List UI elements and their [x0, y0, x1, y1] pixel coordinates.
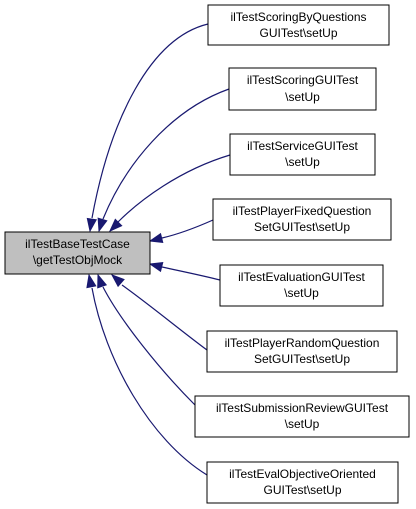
caller-node-1-box: [207, 4, 390, 46]
edge-7-arrowhead: [97, 273, 108, 289]
caller-node-1-line-2: GUITest\setUp: [259, 26, 337, 40]
edges: [86, 23, 231, 476]
edge-1: [91, 23, 209, 219]
caller-node-5-line-2: \setUp: [284, 286, 319, 300]
caller-node-4-line-2: SetGUITest\setUp: [254, 220, 350, 234]
caller-node-5-line-1: ilTestEvaluationGUITest: [238, 270, 365, 284]
edge-6: [121, 284, 208, 351]
caller-node-3-line-2: \setUp: [285, 155, 320, 169]
caller-node-4-box: [212, 198, 392, 241]
source-node-line-1: ilTestBaseTestCase: [25, 237, 130, 251]
edge-5: [161, 266, 221, 281]
caller-node-2-line-1: ilTestScoringGUITest: [247, 73, 359, 87]
edge-5-arrowhead: [148, 261, 164, 273]
caller-node-8-line-1: ilTestEvalObjectiveOriented: [229, 467, 376, 481]
caller-node-3-box: [229, 133, 376, 176]
edge-4: [161, 219, 214, 239]
edge-3: [117, 154, 231, 223]
edge-7: [102, 286, 196, 406]
caller-node-8-box: [206, 461, 399, 504]
edge-6-arrowhead: [110, 274, 125, 288]
caller-node-7[interactable]: ilTestSubmissionReviewGUITest \setUp: [194, 395, 410, 438]
edge-2: [102, 88, 230, 220]
edge-8-arrowhead: [86, 273, 97, 289]
caller-node-7-line-2: \setUp: [285, 417, 320, 431]
edge-4-arrowhead: [148, 232, 164, 244]
caller-node-6-line-2: SetGUITest\setUp: [254, 352, 350, 366]
caller-node-1[interactable]: ilTestScoringByQuestions GUITest\setUp: [207, 4, 390, 46]
caller-node-1-line-1: ilTestScoringByQuestions: [230, 10, 366, 24]
edge-1-arrowhead: [86, 217, 98, 233]
caller-node-2[interactable]: ilTestScoringGUITest \setUp: [228, 67, 377, 111]
caller-node-8[interactable]: ilTestEvalObjectiveOriented GUITest\setU…: [206, 461, 399, 504]
edge-8: [91, 287, 208, 476]
caller-node-6-line-1: ilTestPlayerRandomQuestion: [225, 336, 380, 350]
edge-3-arrowhead: [108, 218, 123, 233]
caller-node-3-line-1: ilTestServiceGUITest: [247, 139, 358, 153]
caller-node-6-box: [206, 330, 398, 373]
caller-node-5[interactable]: ilTestEvaluationGUITest \setUp: [219, 264, 384, 307]
source-node-box: [4, 231, 151, 275]
caller-node-4-line-1: ilTestPlayerFixedQuestion: [233, 204, 372, 218]
caller-node-2-line-2: \setUp: [285, 90, 320, 104]
caller-node-7-box: [194, 395, 410, 438]
caller-node-5-box: [219, 264, 384, 307]
caller-node-3[interactable]: ilTestServiceGUITest \setUp: [229, 133, 376, 176]
source-node[interactable]: ilTestBaseTestCase \getTestObjMock: [4, 231, 151, 275]
caller-node-6[interactable]: ilTestPlayerRandomQuestion SetGUITest\se…: [206, 330, 398, 373]
caller-node-7-line-1: ilTestSubmissionReviewGUITest: [216, 401, 389, 415]
caller-node-4[interactable]: ilTestPlayerFixedQuestion SetGUITest\set…: [212, 198, 392, 241]
caller-node-8-line-2: GUITest\setUp: [263, 483, 341, 497]
source-node-line-2: \getTestObjMock: [33, 253, 123, 267]
caller-node-2-box: [228, 67, 377, 111]
edge-2-arrowhead: [97, 217, 108, 233]
